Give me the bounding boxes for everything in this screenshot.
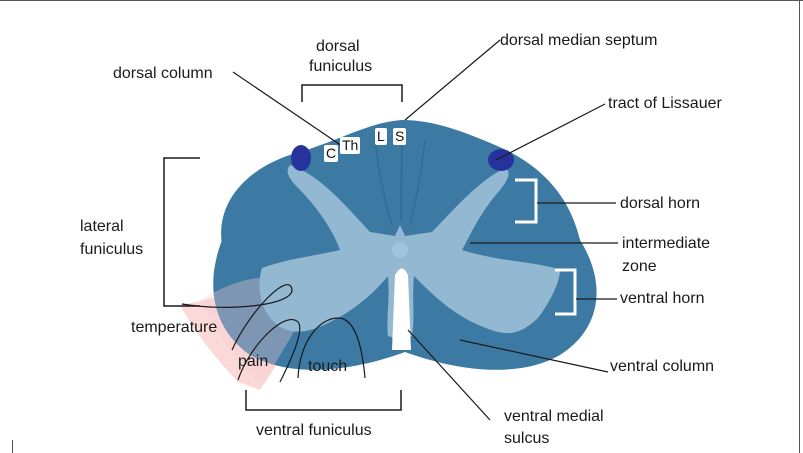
dorsal-column-leader xyxy=(233,72,342,146)
dorsal-median-septum-leader xyxy=(405,40,500,120)
ventral-median-sulcus-notch xyxy=(392,269,411,351)
segment-label-cervical: C xyxy=(324,145,338,162)
dorsal-funiculus-label-line2: funiculus xyxy=(309,56,372,77)
dorsal-column-label: dorsal column xyxy=(113,63,213,84)
touch-label: touch xyxy=(308,356,347,377)
lateral-funiculus-label-line2: funiculus xyxy=(80,239,143,260)
lissauer-tract-left xyxy=(291,145,311,171)
ventral-medial-sulcus-label-line1: ventral medial xyxy=(504,406,604,427)
dorsal-horn-label: dorsal horn xyxy=(620,193,700,214)
ventral-horn-label: ventral horn xyxy=(620,288,705,309)
ventral-funiculus-label: ventral funiculus xyxy=(256,420,372,441)
tract-of-lissauer-label: tract of Lissauer xyxy=(608,93,722,114)
intermediate-zone-label-line1: intermediate xyxy=(622,233,710,254)
dorsal-funiculus-label-line1: dorsal xyxy=(316,36,360,57)
lateral-funiculus-bracket xyxy=(164,158,200,306)
segment-label-lumbar: L xyxy=(375,128,387,145)
segment-label-sacral: S xyxy=(393,128,406,145)
segment-label-thoracic: Th xyxy=(340,137,360,154)
ventral-medial-sulcus-label-line2: sulcus xyxy=(504,428,549,449)
temperature-label: temperature xyxy=(131,317,217,338)
lissauer-tract-leader xyxy=(496,104,605,160)
ventral-column-label: ventral column xyxy=(610,356,714,377)
lateral-funiculus-label-line1: lateral xyxy=(80,216,124,237)
central-canal xyxy=(392,242,408,258)
dorsal-funiculus-bracket xyxy=(302,85,402,102)
ventral-funiculus-bracket xyxy=(246,390,401,410)
pain-label: pain xyxy=(238,351,268,372)
intermediate-zone-label-line2: zone xyxy=(622,256,657,277)
dorsal-median-septum-label: dorsal median septum xyxy=(500,30,657,51)
